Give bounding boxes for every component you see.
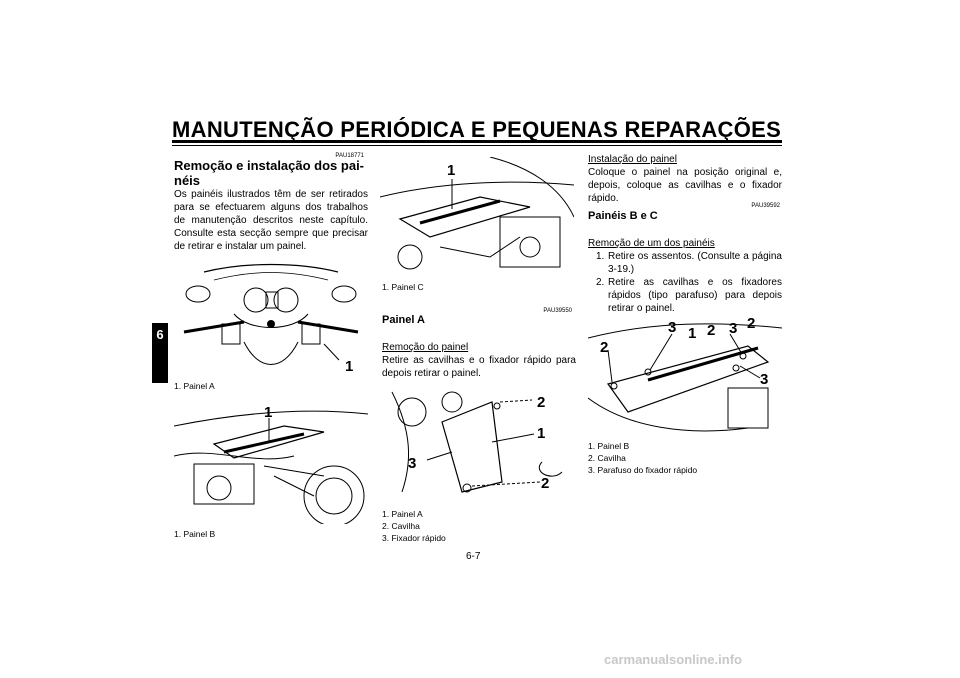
list-item: 1.Retire os assentos. (Consulte a página… xyxy=(596,251,782,275)
figure-callout: 3 xyxy=(668,319,677,336)
figure-handlebar xyxy=(174,262,368,376)
figure-callout: 2 xyxy=(541,475,550,492)
figure-callout: 2 xyxy=(747,315,756,332)
figure-callout: 3 xyxy=(760,371,769,388)
header-rule xyxy=(172,140,782,143)
figure-callout: 3 xyxy=(408,455,417,472)
paragraph: Coloque o painel na posição original e, … xyxy=(588,167,782,204)
figure-callout: 2 xyxy=(600,339,609,356)
figure-caption: 1. Painel A xyxy=(382,509,423,519)
intro-paragraph: Os painéis ilustrados têm de ser retirad… xyxy=(174,189,368,252)
figure-callout: 1 xyxy=(345,358,354,375)
figure-callout: 1 xyxy=(537,425,546,442)
figure-caption: 1. Painel A xyxy=(174,381,215,391)
figure-callout: 1 xyxy=(264,404,273,421)
figure-panel-b xyxy=(174,396,368,524)
chapter-tab: 6 xyxy=(152,323,168,383)
section-heading: Remoção e instalação dos pai-néis xyxy=(174,158,365,188)
section-heading: Painel A xyxy=(382,314,425,326)
figure-callout: 2 xyxy=(707,322,716,339)
figure-callout: 1 xyxy=(688,325,697,342)
figure-caption: 1. Painel B xyxy=(174,529,216,539)
list-item: 2.Retire as cavilhas e os fixadores rápi… xyxy=(596,277,782,314)
section-code: PAU18771 xyxy=(335,153,364,159)
watermark: carmanualsonline.info xyxy=(604,652,742,667)
figure-callout: 3 xyxy=(729,320,738,337)
figure-panel-b-removal xyxy=(588,318,782,436)
figure-caption: 1. Painel C xyxy=(382,282,424,292)
subheading: Remoção de um dos painéis xyxy=(588,238,715,249)
page-title: MANUTENÇÃO PERIÓDICA E PEQUENAS REPARAÇÕ… xyxy=(172,117,782,142)
figure-panel-a-removal xyxy=(382,382,576,502)
subheading: Instalação do painel xyxy=(588,154,677,165)
figure-callout: 2 xyxy=(537,394,546,411)
figure-caption: 3. Parafuso do fixador rápido xyxy=(588,465,698,475)
figure-caption: 2. Cavilha xyxy=(382,521,420,531)
figure-caption: 2. Cavilha xyxy=(588,453,626,463)
figure-caption: 1. Painel B xyxy=(588,441,630,451)
page-number: 6-7 xyxy=(466,551,481,562)
header-rule-thin xyxy=(172,145,782,146)
section-code: PAU39550 xyxy=(543,308,572,314)
figure-panel-c xyxy=(380,157,574,275)
subheading: Remoção do painel xyxy=(382,342,469,353)
figure-callout: 1 xyxy=(447,162,456,179)
section-heading: Painéis B e C xyxy=(588,210,658,222)
section-code: PAU39592 xyxy=(751,203,780,209)
steps-list: 1.Retire os assentos. (Consulte a página… xyxy=(588,250,782,315)
figure-caption: 3. Fixador rápido xyxy=(382,533,446,543)
paragraph: Retire as cavilhas e o fixador rápido pa… xyxy=(382,355,576,379)
